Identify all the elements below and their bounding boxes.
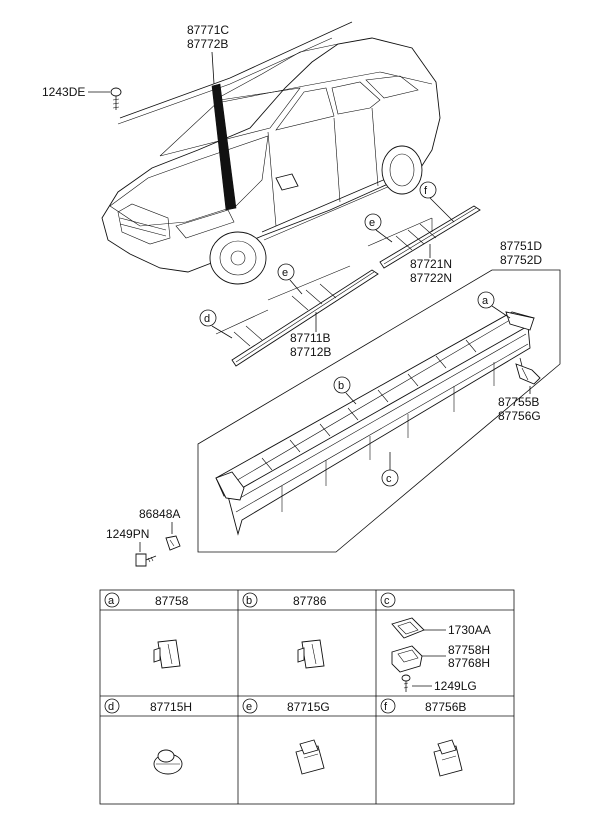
- label-front-door-molding-2: 87712B: [290, 345, 331, 359]
- clip-c2-icon: [391, 645, 423, 673]
- label-clip-front: 86848A: [139, 507, 180, 521]
- legend-c-letter: c: [384, 595, 390, 607]
- label-side-sill-1: 87751D: [500, 239, 542, 253]
- label-roof-molding-2: 87772B: [187, 37, 228, 51]
- rear-door-molding: [367, 205, 481, 269]
- legend-e-letter: e: [246, 701, 252, 713]
- label-screw-top: 1243DE: [42, 85, 85, 99]
- label-roof-molding-1: 87771C: [187, 23, 229, 37]
- clip-e-icon: [295, 739, 325, 775]
- marker-e-front: [277, 263, 295, 281]
- legend-c-part-3: 87768H: [448, 656, 490, 670]
- legend-b-letter: b: [246, 595, 252, 607]
- label-side-sill-2: 87752D: [500, 253, 542, 267]
- side-sill-panel: [215, 311, 535, 536]
- legend-c-part-1: 1730AA: [448, 623, 491, 637]
- legend-a-marker: [104, 592, 120, 608]
- legend-b-marker: [242, 592, 258, 608]
- marker-a: [477, 291, 495, 309]
- screw-front-icon: [135, 553, 157, 567]
- label-bracket-2: 87756G: [498, 409, 541, 423]
- label-rear-door-molding-2: 87722N: [410, 271, 452, 285]
- car-illustration: [101, 21, 441, 285]
- clip-d-icon: [153, 749, 183, 775]
- marker-e-rear: [364, 213, 382, 231]
- clip-a-icon: [153, 639, 181, 669]
- marker-d: [199, 309, 217, 327]
- legend-a-letter: a: [108, 595, 115, 607]
- front-door-molding: [215, 265, 379, 367]
- legend-d-part: 87715H: [150, 700, 192, 714]
- marker-e-rear-letter: e: [369, 217, 375, 229]
- side-sill-enclosure: [197, 269, 561, 553]
- marker-f-letter: f: [424, 185, 428, 197]
- legend-d-marker: [104, 698, 120, 714]
- label-bracket-1: 87755B: [498, 395, 539, 409]
- clip-b-icon: [297, 639, 325, 669]
- legend-f-letter: f: [384, 701, 388, 713]
- legend-f-marker: [380, 698, 396, 714]
- label-rear-door-molding-1: 87721N: [410, 257, 452, 271]
- clip-c1-icon: [391, 617, 425, 639]
- marker-c-letter: c: [386, 473, 392, 485]
- legend-c-part-2: 87758H: [448, 643, 490, 657]
- legend-c-part-4: 1249LG: [434, 679, 477, 693]
- screw-c-icon: [401, 674, 411, 692]
- legend-table: [99, 589, 515, 805]
- marker-f: [419, 181, 437, 199]
- legend-a-part: 87758: [155, 594, 189, 608]
- marker-a-letter: a: [482, 295, 489, 307]
- clip-f-icon: [433, 739, 463, 777]
- screw-icon: [110, 87, 122, 110]
- marker-e-front-letter: e: [282, 267, 288, 279]
- legend-d-letter: d: [108, 701, 114, 713]
- legend-b-part: 87786: [293, 594, 327, 608]
- label-front-door-molding-1: 87711B: [290, 331, 330, 345]
- clip-icon: [165, 535, 181, 551]
- marker-b-letter: b: [338, 380, 344, 392]
- legend-e-marker: [242, 698, 258, 714]
- legend-c-marker: [380, 592, 396, 608]
- legend-f-part: 87756B: [425, 700, 466, 714]
- legend-e-part: 87715G: [287, 700, 330, 714]
- bracket-icon: [515, 363, 541, 385]
- label-screw-front: 1249PN: [106, 527, 149, 541]
- marker-d-letter: d: [204, 313, 210, 325]
- marker-b: [333, 376, 351, 394]
